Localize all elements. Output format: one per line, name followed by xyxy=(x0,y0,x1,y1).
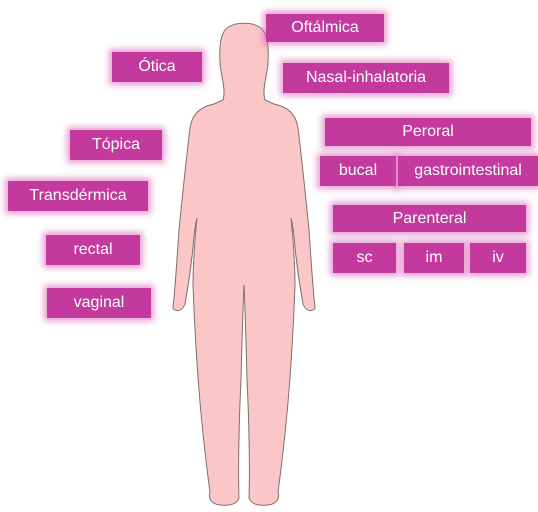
body-outline xyxy=(173,23,315,505)
label-nasal-inhalatoria: Nasal-inhalatoria xyxy=(283,63,449,93)
label-im: im xyxy=(404,243,464,273)
label-iv: iv xyxy=(470,243,526,273)
label-topica: Tópica xyxy=(70,130,162,160)
label-rectal: rectal xyxy=(46,235,140,265)
label-sc: sc xyxy=(333,243,396,273)
label-gastrointestinal: gastrointestinal xyxy=(398,156,538,186)
label-transdermica: Transdérmica xyxy=(8,181,148,211)
label-peroral: Peroral xyxy=(325,118,531,146)
label-oftalmica: Oftálmica xyxy=(266,14,384,42)
label-otica: Ótica xyxy=(112,52,202,82)
label-parenteral: Parenteral xyxy=(333,205,526,232)
label-bucal: bucal xyxy=(320,156,396,186)
label-vaginal: vaginal xyxy=(47,288,151,318)
